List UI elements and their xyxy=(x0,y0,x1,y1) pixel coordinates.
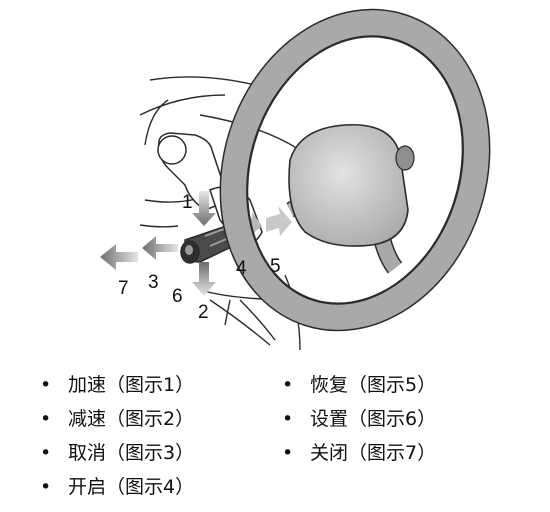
bullet: • xyxy=(282,408,294,430)
legend-column-right: • 恢复（图示5） • 设置（图示6） • 关闭（图示7） xyxy=(282,368,436,470)
callout-5: 5 xyxy=(270,256,281,277)
legend-item-cancel: • 取消（图示3） xyxy=(40,436,194,470)
legend-item-label: 取消（图示3） xyxy=(68,442,195,464)
legend-item-on: • 开启（图示4） xyxy=(40,470,194,504)
steering-wheel-hub xyxy=(288,123,409,247)
legend-item-accelerate: • 加速（图示1） xyxy=(40,368,194,402)
legend-column-left: • 加速（图示1） • 减速（图示2） • 取消（图示3） • 开启（图示4） xyxy=(40,368,194,504)
callout-6: 6 xyxy=(172,286,183,307)
bullet: • xyxy=(40,442,52,464)
bullet: • xyxy=(40,476,52,498)
legend-item-label: 加速（图示1） xyxy=(68,374,195,396)
legend-item-label: 设置（图示6） xyxy=(310,408,437,430)
bullet: • xyxy=(40,374,52,396)
legend-item-label: 开启（图示4） xyxy=(68,476,195,498)
bullet: • xyxy=(40,408,52,430)
steering-wheel-illustration: 1 2 3 4 5 6 7 xyxy=(100,8,491,351)
dashboard-outline xyxy=(139,76,301,351)
legend-item-set: • 设置（图示6） xyxy=(282,402,436,436)
legend-item-off: • 关闭（图示7） xyxy=(282,436,436,470)
callout-3: 3 xyxy=(148,272,159,293)
legend-item-label: 减速（图示2） xyxy=(68,408,195,430)
callout-7: 7 xyxy=(118,278,129,299)
legend-item-decelerate: • 减速（图示2） xyxy=(40,402,194,436)
bullet: • xyxy=(282,442,294,464)
legend-item-resume: • 恢复（图示5） xyxy=(282,368,436,402)
callout-4: 4 xyxy=(236,258,247,279)
callout-2: 2 xyxy=(198,302,209,323)
bullet: • xyxy=(282,374,294,396)
legend-item-label: 恢复（图示5） xyxy=(310,374,437,396)
callout-numbers: 1 2 3 4 5 6 7 xyxy=(118,192,281,323)
function-legend: • 加速（图示1） • 减速（图示2） • 取消（图示3） • 开启（图示4） • 恢复（… xyxy=(0,368,550,512)
legend-item-label: 关闭（图示7） xyxy=(310,442,437,464)
steering-wheel xyxy=(219,8,491,332)
callout-1: 1 xyxy=(182,192,193,213)
